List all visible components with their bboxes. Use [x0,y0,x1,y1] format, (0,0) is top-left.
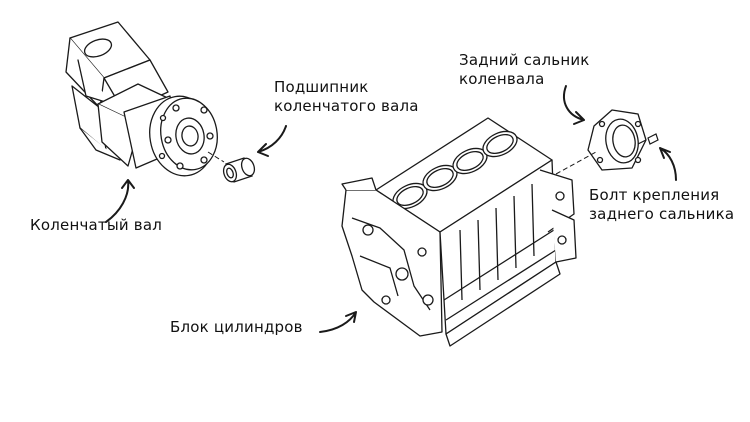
rear-seal-label: Задний сальник коленвала [459,51,590,89]
rear-seal-drawing [587,109,647,171]
seal-bolt-label-line-1: Болт крепления [589,186,720,204]
bearing-label-line-2: коленчатого вала [274,97,419,115]
rear-seal-label-line-1: Задний сальник [459,51,590,69]
bearing-axis-line [207,151,225,163]
bolt-drawing [637,133,659,145]
seal-axis-line [555,151,597,175]
bearing-label: Подшипник коленчатого вала [274,78,419,116]
bolt-arrow [659,147,677,181]
crankshaft-arrow [105,179,135,223]
crankshaft-drawing [65,21,218,177]
rear-seal-arrow [563,85,585,125]
rear-seal-label-line-2: коленвала [459,70,545,88]
cylinder-block-label: Блок цилиндров [170,318,303,337]
bearing-arrow [257,125,287,157]
seal-bolt-label-line-2: заднего сальника [589,205,735,223]
seal-bolt-label: Болт крепления заднего сальника [589,186,734,224]
crankshaft-label: Коленчатый вал [30,216,162,235]
crankshaft-label-line-1: Коленчатый вал [30,216,163,234]
cylinder-block-arrow [319,311,357,333]
bearing-drawing [222,157,256,183]
cylinder-block-label-line-1: Блок цилиндров [170,318,303,336]
cylinder-block-drawing [341,117,577,347]
bearing-label-line-1: Подшипник [274,78,369,96]
